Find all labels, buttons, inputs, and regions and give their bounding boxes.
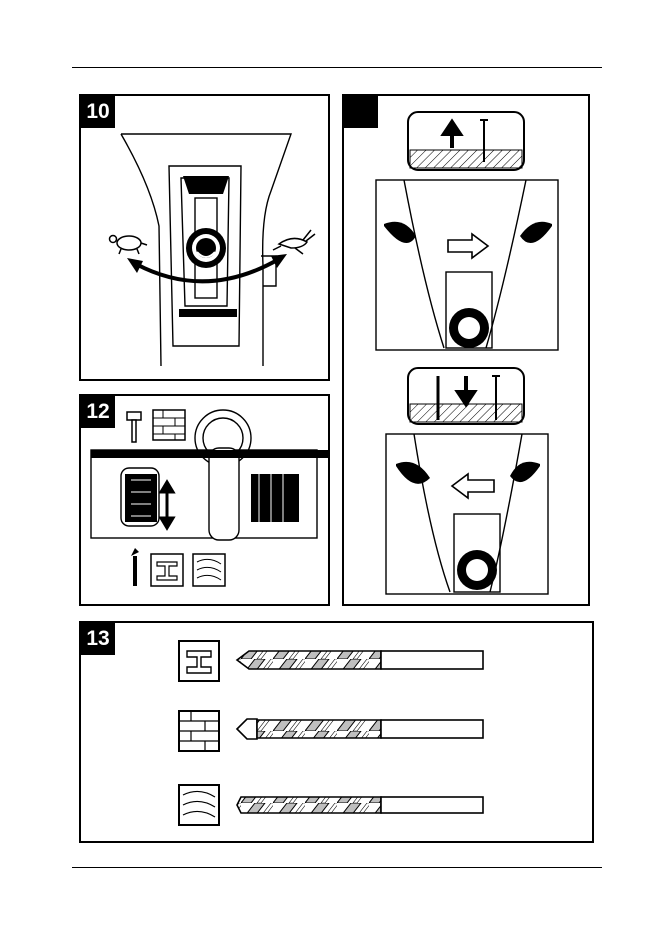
figure-10-number: 10 [81,96,115,128]
drill-bit-mark-icon [131,548,139,586]
figure-12-panel: 12 [79,394,330,606]
figure-11-panel [342,94,590,606]
wood-icon [193,554,225,586]
drill-bit-types-illustration [81,623,594,843]
wood-material-icon [179,785,219,825]
masonry-icon [153,410,185,440]
drill-mode-inset [408,368,524,424]
figure-13-number: 13 [81,623,115,655]
figure-10-panel: 10 [79,94,330,381]
speed-control-illustration [81,96,330,381]
header-rule [72,67,602,68]
masonry-material-icon [179,711,219,751]
wood-drill-bit [237,797,483,813]
depth-stop-illustration [81,396,330,606]
hammer-icon [127,412,141,442]
metal-material-icon [179,641,219,681]
turtle-slow-icon [110,236,148,255]
masonry-drill-bit [237,719,483,739]
hammer-mode-inset [408,112,524,170]
metal-drill-bit [237,651,483,669]
footer-rule [72,867,602,868]
drill-hammer-switch-illustration [344,96,590,606]
speed-wheel-icon [186,228,226,268]
rabbit-fast-icon [273,230,315,254]
metal-icon [151,554,183,586]
figure-11-number [344,96,378,128]
figure-13-panel: 13 [79,621,594,843]
figure-12-number: 12 [81,396,115,428]
